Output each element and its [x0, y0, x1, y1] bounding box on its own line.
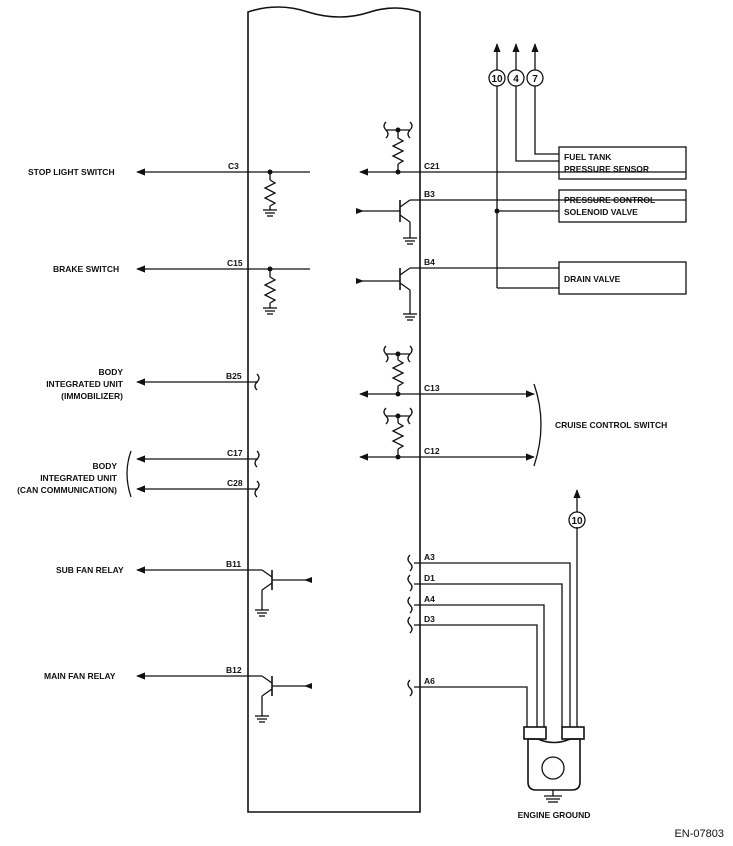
stop-light-switch-label: STOP LIGHT SWITCH — [28, 167, 115, 177]
connector-ref-10-top: 10 — [491, 74, 503, 85]
pin-a6: A6 — [424, 676, 435, 686]
pin-d3: D3 — [424, 614, 435, 624]
body-unit-immobilizer-line3: (IMMOBILIZER) — [61, 391, 123, 401]
figure-code: EN-07803 — [674, 828, 724, 840]
cruise-control-circuit — [359, 345, 542, 467]
fuel-tank-sensor-circuit — [359, 121, 687, 180]
pin-b4: B4 — [424, 257, 435, 267]
pin-b11: B11 — [226, 559, 241, 569]
sub-fan-relay-circuit — [136, 566, 312, 617]
body-unit-immobilizer-line2: INTEGRATED UNIT — [46, 379, 124, 389]
can-circuit — [126, 450, 260, 498]
brake-switch-circuit — [136, 265, 310, 315]
body-unit-can-line1: BODY — [92, 461, 117, 471]
pin-d1: D1 — [424, 573, 435, 583]
pin-b25: B25 — [226, 371, 242, 381]
pressure-control-valve-line1: PRESSURE CONTROL — [564, 195, 655, 205]
body-unit-can-line2: INTEGRATED UNIT — [40, 473, 118, 483]
brake-switch-label: BRAKE SWITCH — [53, 264, 119, 274]
drain-valve-label: DRAIN VALVE — [564, 274, 621, 284]
immobilizer-circuit — [136, 373, 260, 391]
connector-ref-7-top: 7 — [532, 74, 538, 85]
pin-b3: B3 — [424, 189, 435, 199]
ecm-block — [247, 6, 421, 813]
stop-light-switch-circuit — [136, 168, 310, 217]
top-connector-wires — [488, 43, 559, 288]
main-fan-relay-circuit — [136, 672, 312, 723]
pressure-control-valve-line2: SOLENOID VALVE — [564, 207, 638, 217]
body-unit-can-line3: (CAN COMMUNICATION) — [17, 485, 117, 495]
connector-ref-10-ground: 10 — [571, 516, 583, 527]
drain-valve-circuit — [356, 261, 687, 321]
pin-c13: C13 — [424, 383, 440, 393]
engine-ground-label: ENGINE GROUND — [518, 810, 591, 820]
pin-c15: C15 — [227, 258, 243, 268]
main-fan-relay-label: MAIN FAN RELAY — [44, 671, 116, 681]
pin-c12: C12 — [424, 446, 440, 456]
pressure-control-valve-circuit — [356, 189, 687, 245]
fuel-tank-sensor-line2: PRESSURE SENSOR — [564, 164, 649, 174]
pin-c21: C21 — [424, 161, 440, 171]
pin-c28: C28 — [227, 478, 243, 488]
pin-c3: C3 — [228, 161, 239, 171]
fuel-tank-sensor-line1: FUEL TANK — [564, 152, 612, 162]
pin-c17: C17 — [227, 448, 243, 458]
cruise-control-switch-label: CRUISE CONTROL SWITCH — [555, 420, 667, 430]
sub-fan-relay-label: SUB FAN RELAY — [56, 565, 124, 575]
ground-wires — [407, 489, 586, 803]
body-unit-immobilizer-line1: BODY — [98, 367, 123, 377]
pin-a3: A3 — [424, 552, 435, 562]
connector-ref-4-top: 4 — [513, 74, 519, 85]
pin-b12: B12 — [226, 665, 242, 675]
pin-a4: A4 — [424, 594, 435, 604]
